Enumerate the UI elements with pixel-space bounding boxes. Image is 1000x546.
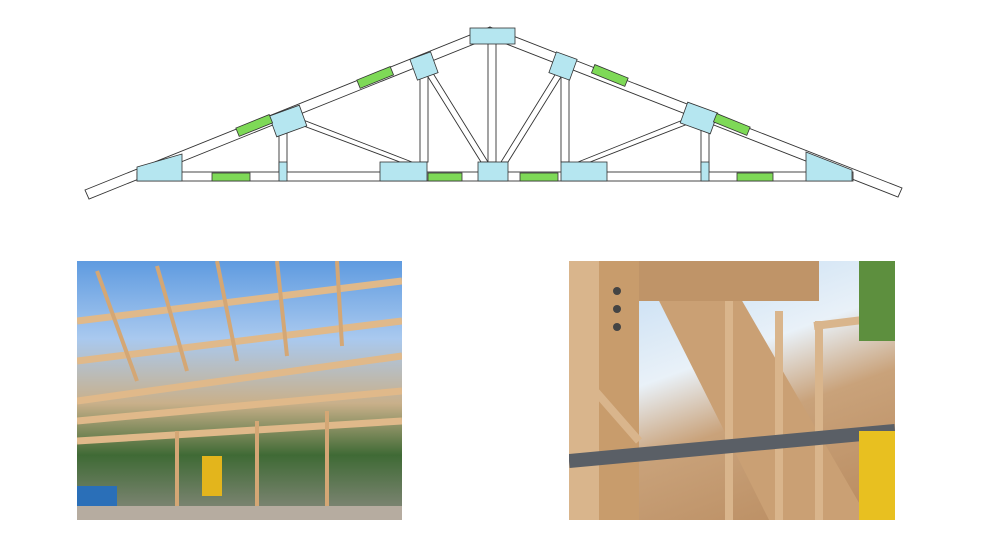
splice-plate [427, 172, 463, 182]
splice-plate [712, 113, 751, 136]
gusset-plate [409, 51, 439, 81]
web-vertical [560, 69, 570, 163]
truss-joint-closeup-photo [569, 261, 895, 520]
bottom-plate [560, 161, 608, 182]
web-diagonal [424, 69, 489, 163]
ridge-plate [469, 27, 516, 45]
heel-plate-right [805, 151, 853, 182]
gusset-plate [679, 101, 719, 135]
splice-plate [235, 114, 274, 137]
splice-plate [590, 64, 629, 87]
gusset-plate [268, 104, 308, 138]
bottom-plate [700, 161, 710, 182]
splice-plate [356, 66, 395, 89]
bottom-plate [379, 161, 428, 182]
web-vertical [487, 39, 497, 163]
web-diagonal [577, 117, 694, 163]
splice-plate [519, 172, 559, 182]
truss-installation-photo [77, 261, 402, 520]
bottom-plate [477, 161, 509, 182]
gusset-plate [548, 51, 578, 81]
bottom-plate [278, 161, 288, 182]
heel-plate-left [136, 153, 183, 182]
truss-diagram [84, 26, 903, 200]
splice-plate [736, 172, 774, 182]
splice-plate [211, 172, 251, 182]
web-diagonal [500, 69, 565, 163]
web-vertical [419, 69, 429, 163]
web-diagonal [292, 117, 413, 163]
